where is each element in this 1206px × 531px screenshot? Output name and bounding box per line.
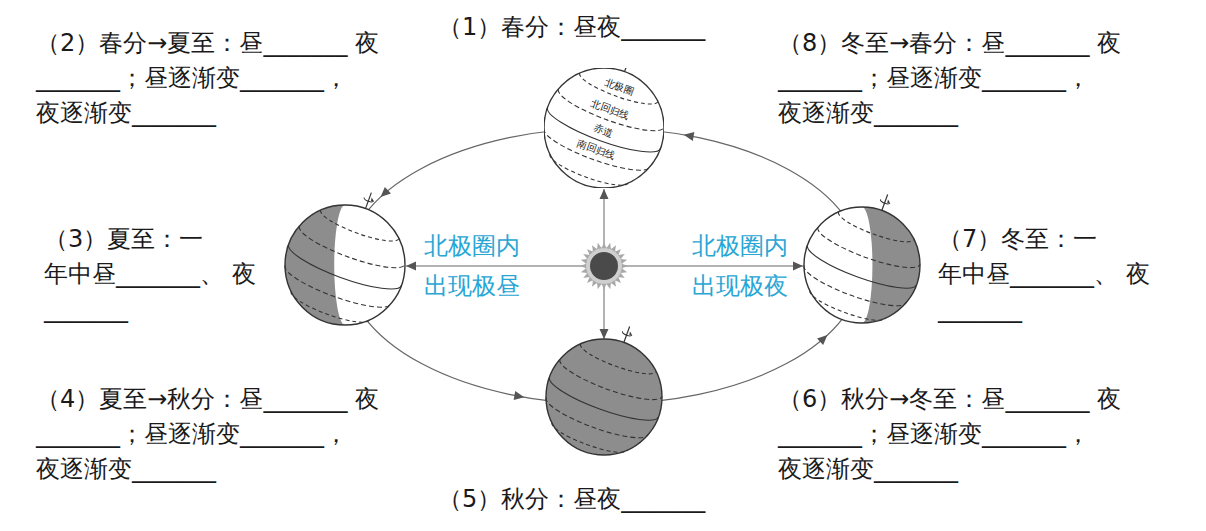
rotation-arrow — [629, 331, 633, 335]
sun-ray — [592, 245, 597, 252]
globe-node: 北极圈北回归线赤道南回归线 — [544, 68, 664, 188]
globe-outline — [804, 207, 920, 323]
sun-ray — [611, 245, 616, 252]
latitude-lines — [532, 338, 673, 464]
globe-outline — [546, 339, 662, 455]
latitude-line — [577, 344, 656, 380]
latitude-line — [803, 245, 916, 297]
sun — [580, 242, 628, 290]
latitude-line — [577, 73, 658, 110]
sun-ray — [615, 249, 621, 255]
earth-axis — [620, 68, 635, 73]
latitude-line — [542, 397, 648, 445]
latitude-line — [284, 244, 401, 297]
sunlight-arrow — [406, 262, 416, 271]
orbit-arrow — [683, 130, 694, 141]
globe-disc — [544, 68, 664, 188]
question-text: （4）夏至→秋分：昼_______ 夜_______；昼逐渐变_______， … — [36, 382, 436, 487]
sun-ray — [618, 254, 625, 259]
globe-outline — [544, 68, 664, 188]
globe — [532, 325, 673, 465]
latitude-line — [545, 377, 658, 429]
globe-disc — [546, 339, 662, 455]
globe-disc — [804, 207, 920, 323]
question-text: （3）夏至：一 年中昼_______、 夜_______ — [44, 222, 259, 327]
sun-ray — [622, 264, 628, 269]
question-text: （5）秋分：昼夜_______ — [438, 482, 778, 517]
sun-ray — [581, 268, 588, 273]
sunlight-arrow — [600, 189, 609, 199]
rotation-arrow — [887, 199, 891, 203]
globe-disc — [285, 205, 405, 325]
sun-ray — [583, 254, 590, 259]
latitude-line — [544, 129, 650, 179]
night-side — [546, 339, 662, 455]
sun-ray — [602, 242, 607, 248]
latitude-lines — [544, 68, 664, 188]
sun-ray — [618, 273, 625, 278]
sun-ray — [611, 280, 616, 287]
rotation-arrow — [370, 198, 374, 202]
sunlight-arrow — [793, 262, 803, 271]
sun-ray — [592, 280, 597, 287]
night-side — [285, 205, 345, 325]
axis-line — [625, 68, 631, 72]
annotation-text: 北极圈内 出现极昼 — [420, 226, 524, 306]
sun-ray — [587, 249, 593, 255]
earth-axis — [361, 191, 376, 210]
orbit-arrow — [817, 332, 830, 345]
sun-glow — [585, 247, 623, 285]
sun-core — [590, 252, 618, 280]
question-text: （1）春分：昼夜_______ — [438, 10, 778, 45]
globe — [790, 193, 931, 333]
latitude-line — [835, 212, 914, 248]
sun-ray — [597, 243, 602, 250]
question-text: （8）冬至→春分：昼_______ 夜_______；昼逐渐变_______， … — [778, 26, 1188, 131]
sun-ray — [621, 268, 628, 273]
latitude-line — [556, 359, 662, 407]
rotation-symbol — [363, 198, 373, 203]
latitude-line — [800, 265, 906, 313]
latitude-line — [281, 266, 391, 316]
sun-ray — [602, 284, 607, 290]
sun-ray — [615, 277, 621, 283]
sunlight-arrow — [600, 329, 609, 339]
latitude-lines — [790, 206, 931, 332]
globe — [271, 191, 416, 335]
sun-ray — [583, 273, 590, 278]
latitude-line — [318, 210, 399, 247]
latitude-lines — [271, 204, 416, 335]
question-text: （6）秋分→冬至：昼_______ 夜_______；昼逐渐变_______， … — [778, 382, 1188, 487]
rotation-symbol — [880, 199, 890, 204]
sun-ray — [606, 283, 611, 290]
latitude-line — [554, 89, 664, 139]
latitude-line — [547, 154, 628, 188]
sun-ray — [580, 264, 586, 269]
question-text: （7）冬至：一 年中昼_______、 夜_______ — [938, 222, 1153, 327]
globe-outline — [285, 205, 405, 325]
annotation-text: 北极圈内 出现极夜 — [688, 226, 792, 306]
sun-ray — [597, 283, 602, 290]
latitude-line — [295, 226, 405, 276]
orbit-arrow — [514, 391, 525, 402]
latitude-line — [814, 227, 920, 275]
orbit-arrow — [378, 187, 391, 200]
sun-ray — [621, 259, 628, 264]
earth-axis — [877, 193, 892, 212]
rotation-symbol — [622, 331, 632, 336]
question-text: （2）春分→夏至：昼_______ 夜_______；昼逐渐变_______， … — [36, 26, 436, 131]
earth-axis — [619, 325, 634, 344]
sun-ray — [587, 277, 593, 283]
sun-ray — [581, 259, 588, 264]
sun-ray — [606, 243, 611, 250]
